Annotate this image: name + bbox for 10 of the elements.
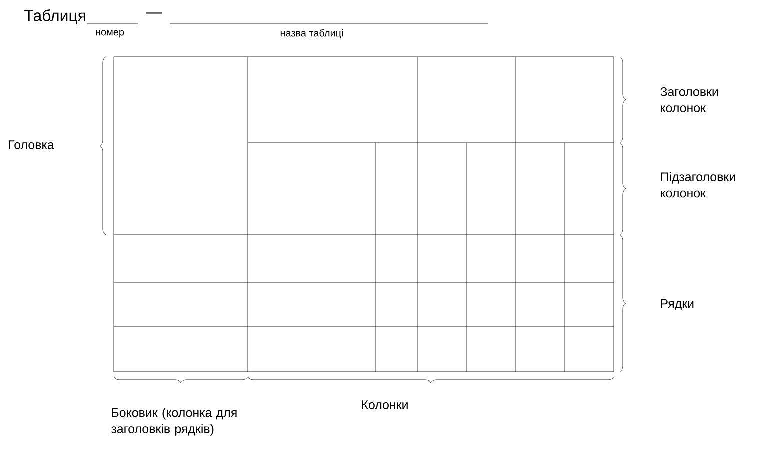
dash-text: — xyxy=(146,12,162,14)
field-hint: назва таблиці xyxy=(280,29,344,39)
section-label: Колонки xyxy=(362,400,408,410)
section-label: Заголовки колонок xyxy=(660,88,718,112)
section-label: Головка xyxy=(9,140,54,150)
section-label: Боковик (колонка для заголовків рядків) xyxy=(112,408,237,436)
section-label: Рядки xyxy=(661,299,694,311)
field-hint: номер xyxy=(96,30,124,38)
table-caption-label: Таблиця xyxy=(24,10,86,24)
section-label: Підзаголовки колонок xyxy=(661,172,736,198)
